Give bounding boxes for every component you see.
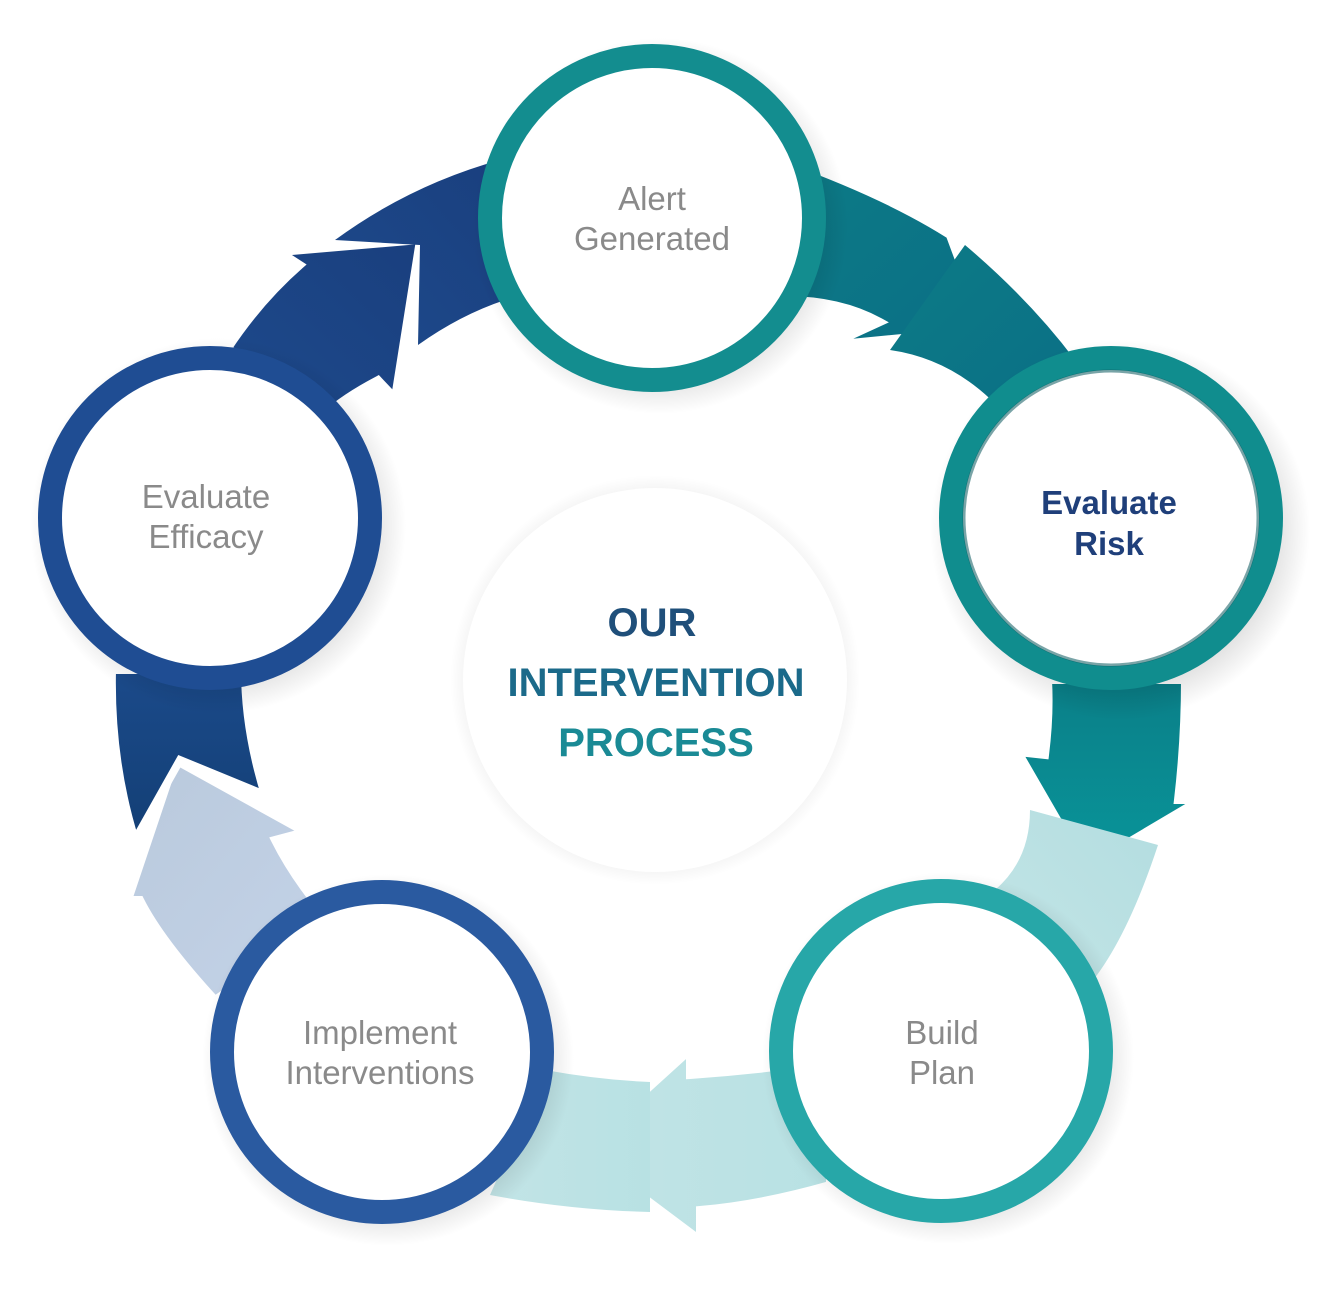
node-evaluate-efficacy-ring (38, 346, 382, 690)
arrow-efficacy-to-alert-tail (335, 160, 505, 345)
center-title-line3: PROCESS (558, 721, 754, 765)
node-build-plan-line1: Build (905, 1014, 978, 1051)
center-title-line1: OUR (608, 601, 697, 645)
node-evaluate-risk-inner-ring (962, 369, 1260, 667)
node-evaluate-efficacy-line2: Efficacy (149, 518, 264, 555)
node-evaluate-efficacy-line1: Evaluate (142, 478, 270, 515)
center-circle (463, 488, 847, 872)
arrow-plan-lower-right (995, 810, 1158, 990)
node-alert-generated-line1: Alert (618, 180, 686, 217)
node-implement-interventions-ring (210, 880, 554, 1224)
node-evaluate-risk-ring (939, 346, 1283, 690)
node-alert-generated-ring (478, 44, 826, 392)
node-evaluate-risk-line2: Risk (1074, 525, 1144, 562)
center-title-line2: INTERVENTION (507, 661, 804, 705)
node-build-plan-ring (769, 879, 1113, 1223)
node-alert-generated-line2: Generated (574, 220, 730, 257)
node-build-plan-line2: Plan (909, 1054, 975, 1091)
node-implement-interventions-line1: Implement (303, 1014, 457, 1051)
node-evaluate-risk-line1: Evaluate (1041, 484, 1177, 521)
node-implement-interventions-line2: Interventions (286, 1054, 475, 1091)
